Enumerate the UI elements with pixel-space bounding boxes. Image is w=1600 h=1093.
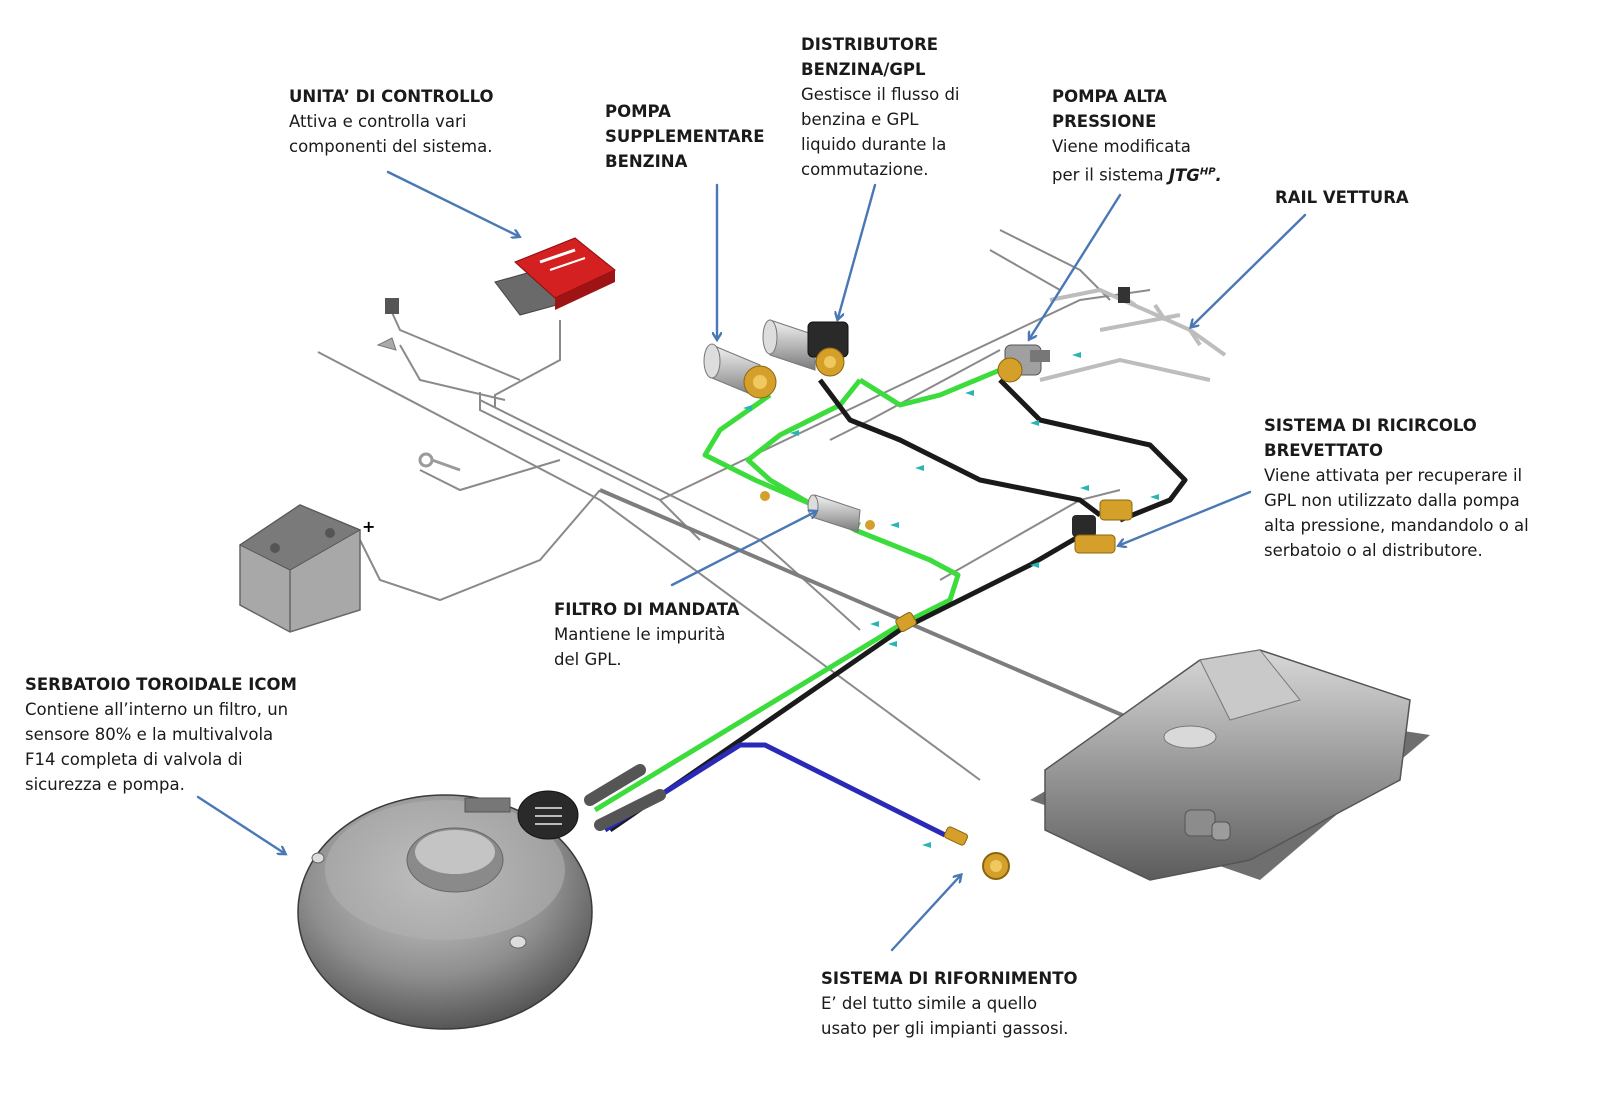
fuel-line-to-tank (599, 488, 1181, 742)
label-delivery-filter-desc: Mantiene le impurità del GPL. (554, 625, 726, 669)
arrow-distributor (838, 183, 877, 318)
petrol-tank (1030, 649, 1430, 881)
wiring-harness (317, 229, 1151, 781)
label-refueling-desc: E’ del tutto simile a quello usato per g… (821, 994, 1069, 1038)
label-recirculation-title: SISTEMA DI RICIRCOLO BREVETTATO (1264, 416, 1477, 460)
label-rail: RAIL VETTURA (1275, 185, 1409, 210)
callout-arrows (196, 170, 1307, 952)
label-high-pressure-pump-title: POMPA ALTA PRESSIONE (1052, 87, 1167, 131)
label-high-pressure-pump: POMPA ALTA PRESSIONE Viene modificata pe… (1052, 84, 1222, 188)
delivery-filter (760, 491, 875, 533)
distributor (762, 319, 849, 377)
key-icon (418, 452, 461, 472)
label-supplementary-pump: POMPA SUPPLEMENTARE BENZINA (605, 99, 764, 174)
label-distributor-title: DISTRIBUTORE BENZINA/GPL (801, 35, 939, 79)
label-distributor: DISTRIBUTORE BENZINA/GPL Gestisce il flu… (801, 32, 960, 182)
junction-fitting (895, 612, 917, 632)
battery-plus-sign: + (362, 517, 375, 536)
label-delivery-filter-title: FILTRO DI MANDATA (554, 600, 740, 619)
supplementary-pump (703, 343, 777, 399)
label-distributor-desc: Gestisce il flusso di benzina e GPL liqu… (801, 85, 960, 179)
label-rail-title: RAIL VETTURA (1275, 188, 1409, 207)
arrow-refueling (890, 876, 960, 952)
arrow-rail (1192, 213, 1307, 326)
recirculation-valve (1072, 499, 1133, 554)
label-recirculation-desc: Viene attivata per recuperare il GPL non… (1264, 466, 1529, 560)
gpl-return-line (608, 378, 1188, 833)
label-control-unit-desc: Attiva e controlla vari componenti del s… (289, 112, 493, 156)
jtg-brand: JTGHP. (1168, 165, 1222, 185)
sensor-icon (376, 298, 399, 351)
refueling-line (603, 742, 947, 838)
label-refueling: SISTEMA DI RIFORNIMENTO E’ del tutto sim… (821, 966, 1078, 1041)
arrow-toroidal-tank (196, 795, 284, 853)
gpl-supply-line (593, 367, 1001, 813)
label-refueling-title: SISTEMA DI RIFORNIMENTO (821, 969, 1078, 988)
label-toroidal-tank-desc: Contiene all’interno un filtro, un senso… (25, 700, 289, 794)
hose-sleeves (584, 764, 666, 831)
label-toroidal-tank-title: SERBATOIO TOROIDALE ICOM (25, 675, 297, 694)
label-delivery-filter: FILTRO DI MANDATA Mantiene le impurità d… (554, 597, 739, 672)
label-high-pressure-pump-desc: Viene modificata per il sistema JTGHP. (1052, 137, 1222, 185)
label-control-unit: UNITA’ DI CONTROLLO Attiva e controlla v… (289, 84, 494, 159)
flow-direction-markers (743, 352, 1159, 848)
battery (239, 504, 362, 633)
arrow-high-pressure-pump (1030, 193, 1122, 338)
label-control-unit-title: UNITA’ DI CONTROLLO (289, 87, 494, 106)
high-pressure-pump (997, 344, 1050, 383)
control-unit (494, 237, 616, 316)
arrow-recirculation (1120, 490, 1252, 545)
label-recirculation: SISTEMA DI RICIRCOLO BREVETTATO Viene at… (1264, 413, 1529, 563)
label-toroidal-tank: SERBATOIO TOROIDALE ICOM Contiene all’in… (25, 672, 297, 797)
rail-connector (1118, 287, 1130, 303)
refueling-nozzle (943, 826, 1010, 880)
label-supplementary-pump-title: POMPA SUPPLEMENTARE BENZINA (605, 102, 765, 171)
arrow-delivery-filter (670, 512, 815, 587)
arrow-control-unit (386, 170, 518, 236)
car-rail (1039, 287, 1227, 382)
toroidal-tank (297, 790, 593, 1030)
